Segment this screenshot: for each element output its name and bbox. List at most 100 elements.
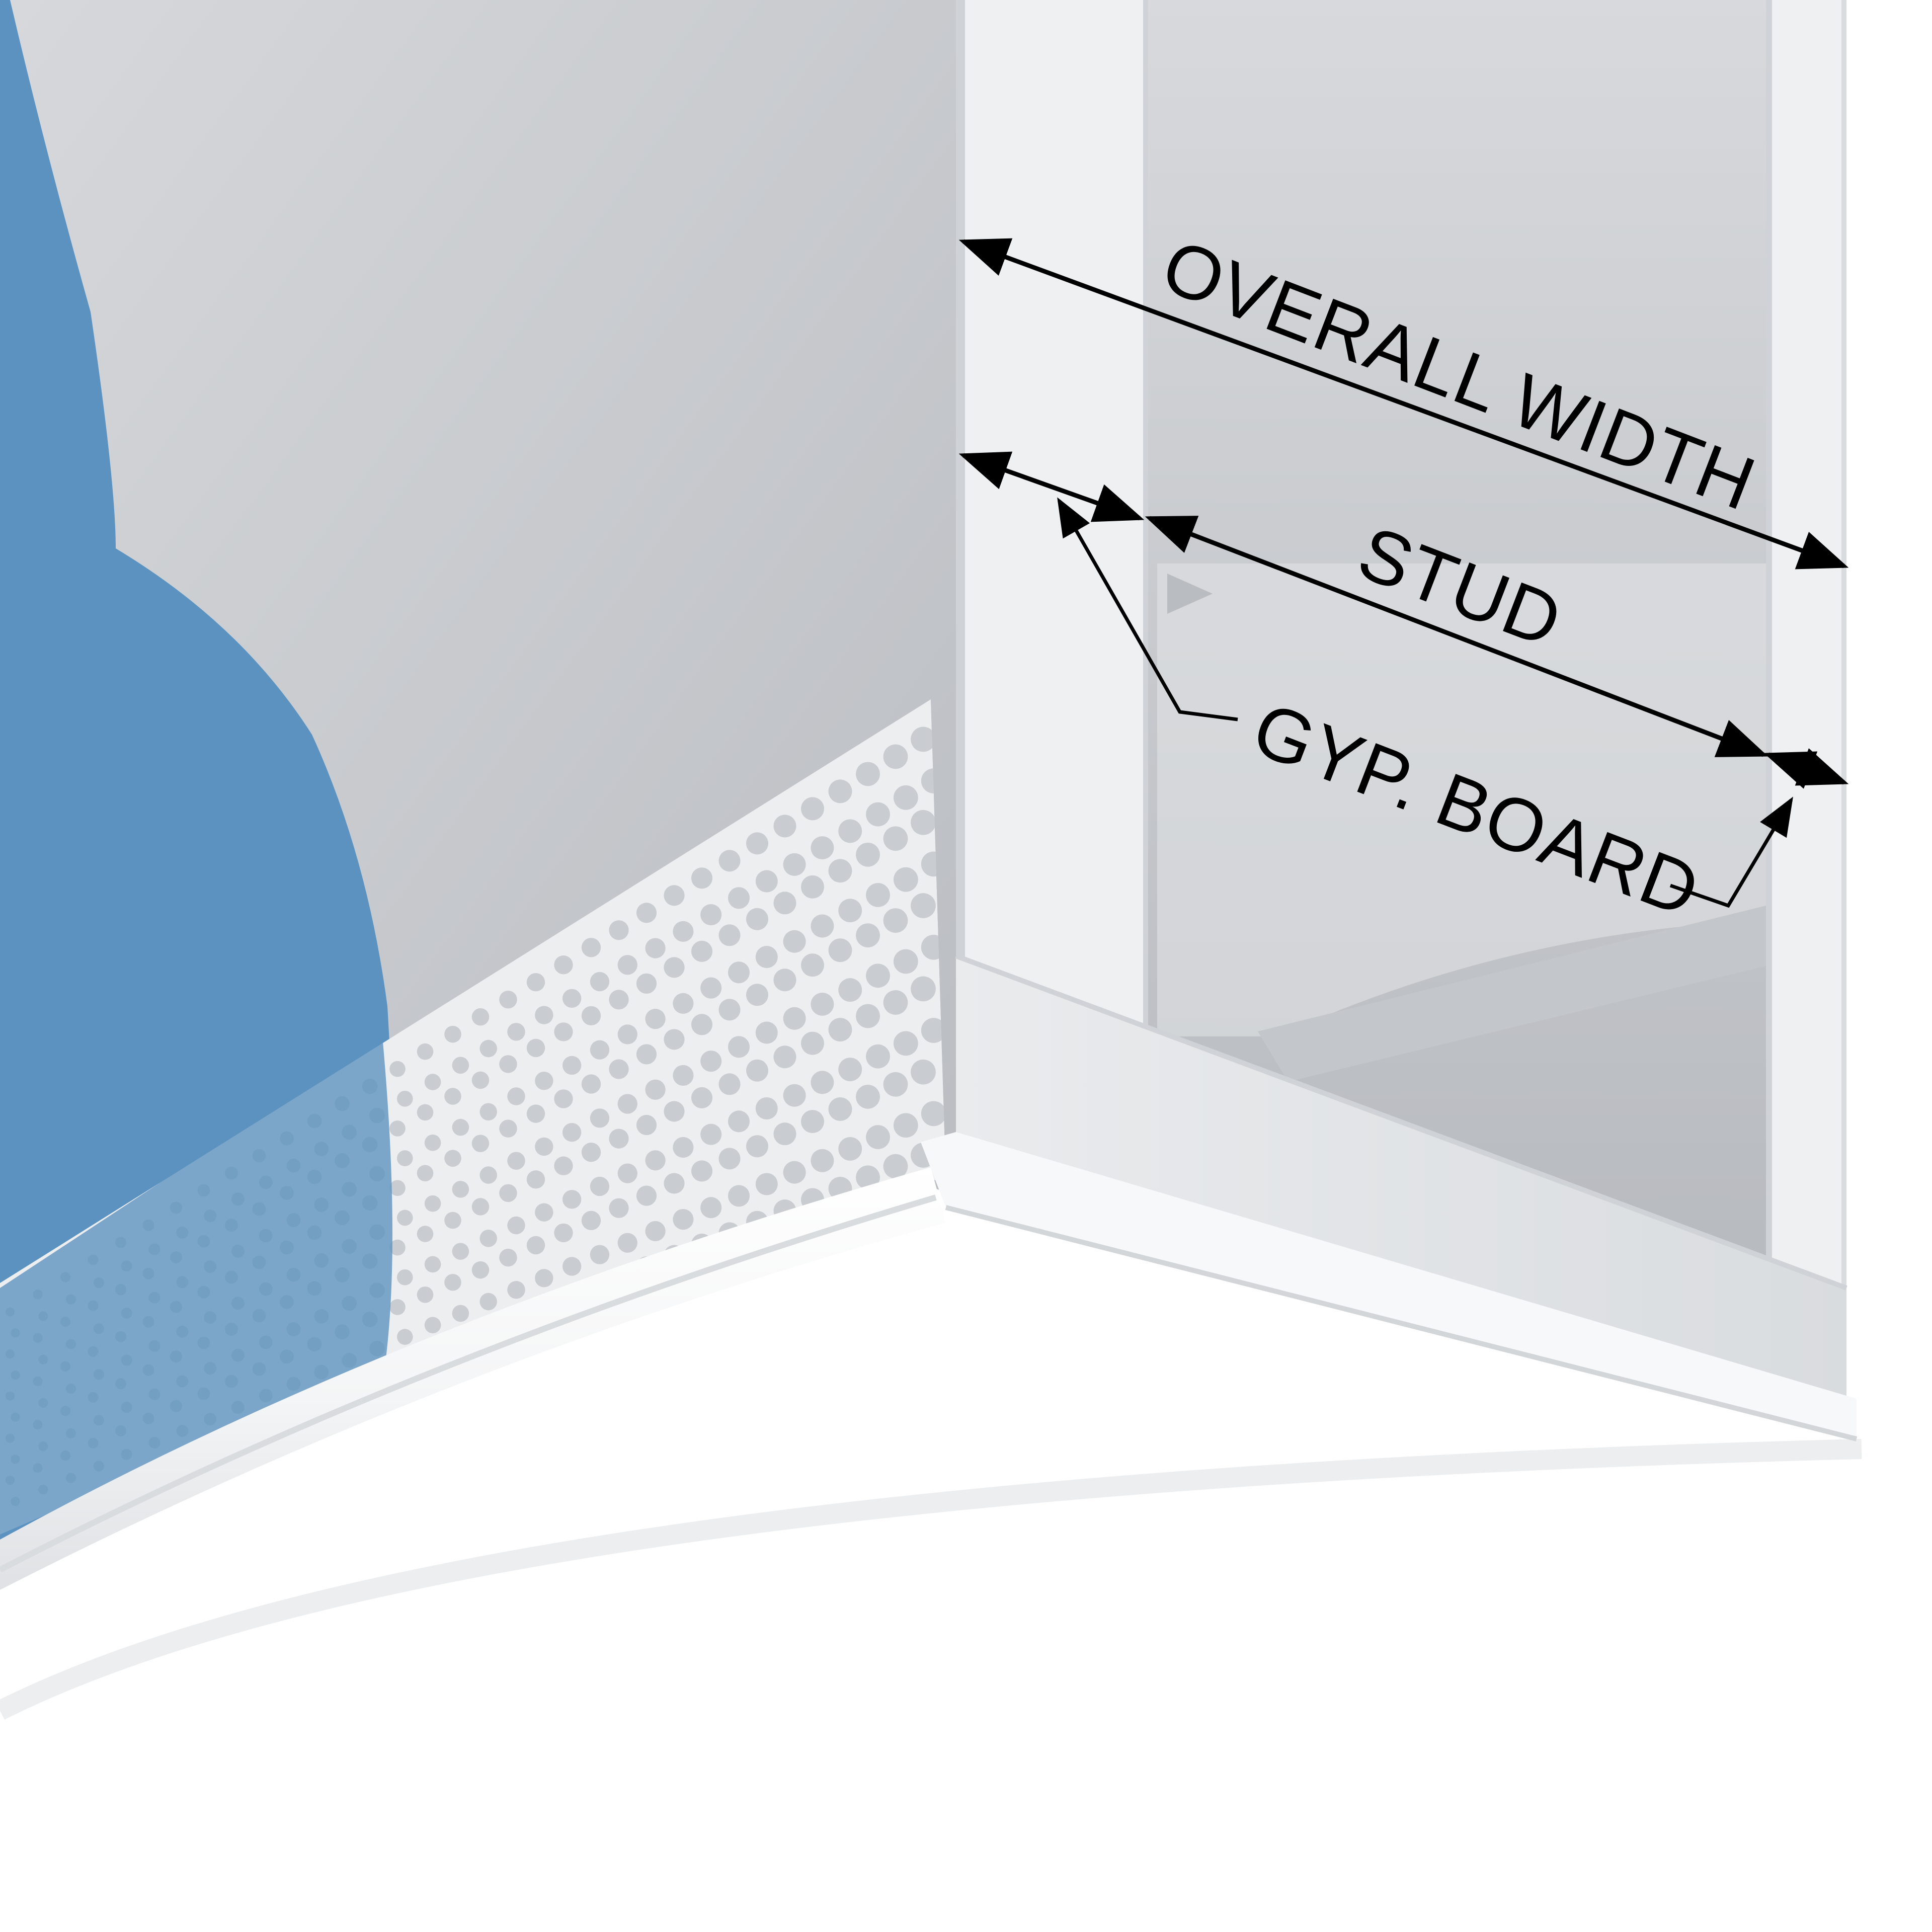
mesh-hole [507, 1023, 525, 1041]
mesh-hole [645, 1221, 666, 1242]
mesh-hole [673, 1065, 694, 1086]
mesh-hole [617, 1233, 637, 1253]
mesh-hole [499, 1119, 517, 1138]
mesh-hole [673, 1137, 694, 1158]
mesh-hole [783, 1084, 806, 1107]
mesh-hole [838, 1137, 862, 1161]
mesh-hole [773, 1122, 796, 1146]
mesh-hole [691, 1087, 713, 1108]
mesh-hole [773, 815, 796, 838]
mesh-hole [581, 938, 601, 957]
mesh-hole [389, 1239, 406, 1256]
mesh-hole [499, 1248, 517, 1267]
mesh-hole [801, 1031, 824, 1055]
mesh-hole [424, 1195, 441, 1212]
mesh-hole [452, 1118, 469, 1136]
mesh-hole [893, 867, 918, 892]
mesh-hole [856, 762, 880, 786]
mesh-hole [866, 802, 890, 827]
mesh-hole [783, 1007, 806, 1030]
mesh-hole [609, 1129, 629, 1149]
mesh-hole [396, 1329, 413, 1345]
stud-dimension-line [1145, 516, 1768, 757]
trim-bead [0, 1167, 946, 1590]
mesh-hole [838, 819, 862, 843]
mesh-hole [911, 810, 936, 835]
floor-shadow-edge [0, 1439, 1862, 1720]
mesh-hole [691, 940, 713, 962]
mesh-hole [728, 887, 750, 909]
mesh-hole [535, 1269, 553, 1287]
mesh-hole [562, 1190, 582, 1209]
mesh-hole [424, 1135, 441, 1151]
mesh-hole [893, 1031, 918, 1056]
mesh-hole [645, 1079, 666, 1100]
mesh-hole [535, 1072, 553, 1090]
mesh-hole [471, 1261, 490, 1279]
gyp-board-leader-left [1057, 497, 1238, 721]
mesh-hole [609, 990, 629, 1010]
mesh-hole [562, 1257, 582, 1276]
mesh-hole [526, 1104, 545, 1123]
mesh-hole [581, 1143, 601, 1162]
mesh-hole [700, 1197, 722, 1219]
mesh-hole [718, 999, 741, 1021]
mesh-hole [424, 1074, 441, 1090]
mesh-hole [452, 1243, 469, 1260]
mesh-hole [389, 1299, 406, 1315]
mesh-hole [811, 914, 834, 938]
mesh-hole [562, 1056, 582, 1075]
mesh-hole [444, 1088, 461, 1105]
casing-bead-face [956, 956, 1846, 1409]
mesh-hole [590, 1176, 610, 1196]
mesh-hole [452, 1181, 469, 1198]
mesh-hole [590, 1245, 610, 1264]
mesh-hole [535, 1006, 553, 1024]
mesh-hole [590, 1108, 610, 1128]
mesh-hole [911, 1059, 936, 1085]
mesh-hole [893, 785, 918, 810]
mesh-hole [444, 1025, 461, 1043]
mesh-hole [718, 1148, 741, 1170]
mesh-hole [718, 850, 741, 872]
mesh-hole [664, 957, 685, 978]
mesh-hole [417, 1165, 434, 1182]
mesh-hole [617, 1163, 637, 1183]
mesh-hole [507, 1087, 525, 1105]
mesh-hole [554, 1156, 573, 1175]
casing-bead-lip-shadow [945, 1205, 1858, 1441]
mesh-hole [883, 744, 908, 769]
casing-bead-top-edge [955, 953, 1847, 1291]
mesh-hole [479, 1293, 497, 1311]
mesh-hole [471, 1071, 490, 1089]
gypsum-board-right-edge [1766, 0, 1772, 1288]
mesh-hole [609, 1059, 629, 1079]
mesh-hole [664, 1101, 685, 1122]
mesh-hole [664, 1173, 685, 1194]
mesh-hole [718, 924, 741, 946]
mesh-hole [700, 1123, 722, 1145]
gypsum-board-right [1766, 0, 1846, 1288]
mesh-hole [755, 946, 778, 969]
mesh-hole [417, 1104, 434, 1121]
mesh-hole [746, 908, 769, 930]
mesh-hole [554, 955, 573, 975]
mesh-hole [838, 978, 862, 1002]
gypsum-board-left-seam [1143, 0, 1148, 1036]
mesh-hole [783, 853, 806, 876]
mesh-hole [444, 1212, 461, 1229]
mesh-hole [801, 797, 824, 821]
mesh-hole [581, 1211, 601, 1230]
mesh-hole [444, 1150, 461, 1167]
mesh-hole [746, 832, 769, 855]
mesh-hole [507, 1280, 525, 1299]
mesh-hole [554, 1022, 573, 1041]
mesh-hole [499, 1184, 517, 1202]
mesh-hole [424, 1256, 441, 1273]
mesh-hole [811, 1149, 834, 1172]
mesh-hole [507, 1216, 525, 1235]
mesh-hole [700, 904, 722, 926]
mesh-hole [801, 875, 824, 899]
mesh-hole [773, 892, 796, 915]
mesh-hole [645, 938, 666, 958]
